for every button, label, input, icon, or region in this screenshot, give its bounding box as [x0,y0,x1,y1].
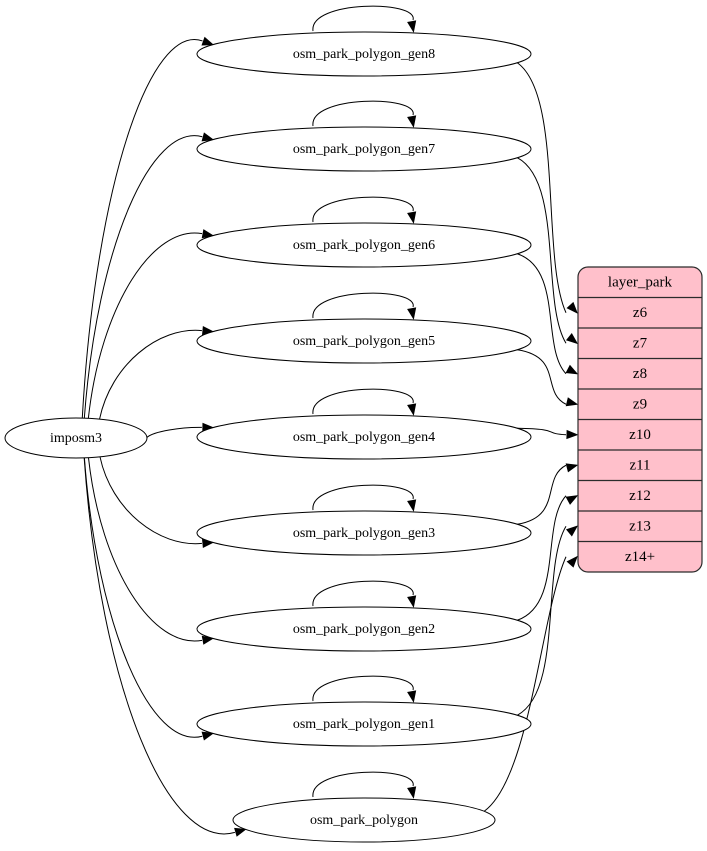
edge-gen3-to-z11 [517,464,567,525]
edges-to-layer-table [483,62,579,812]
node-gen4-shape [196,414,532,460]
node-ellipses: imposm3 osm_park_polygon_gen8 osm_park_pol… [4,31,532,843]
table-row-z6[interactable]: z6 [633,305,648,321]
edge-gen6-to-z8 [517,253,567,375]
table-row-z8[interactable]: z8 [633,366,647,382]
node-gen5[interactable]: osm_park_polygon_gen5 [196,318,532,364]
table-row-z14+[interactable]: z14+ [625,549,655,565]
arrow-head-icon [201,731,215,741]
edge-imposm3-to-gen4 [146,426,202,438]
arrow-head-icon [234,827,247,837]
edge-imposm3-to-gen6 [87,232,203,419]
node-imposm3-shape [4,417,148,459]
node-gen2-label: osm_park_polygon_gen2 [293,622,435,637]
node-gen5-shape [196,318,532,364]
arrow-head-icon [407,403,417,416]
node-gen2-shape [196,606,532,652]
arrow-head-icon [565,397,579,407]
node-gen2[interactable]: osm_park_polygon_gen2 [196,606,532,652]
node-imposm3-label: imposm3 [50,431,102,446]
table-row-z10[interactable]: z10 [629,427,651,443]
node-base[interactable]: osm_park_polygon [232,797,496,843]
node-gen8[interactable]: osm_park_polygon_gen8 [196,31,532,77]
self-loop-gen1 [312,675,414,702]
table-row-z13[interactable]: z13 [629,519,651,535]
arrow-head-icon [566,429,579,440]
node-gen7[interactable]: osm_park_polygon_gen7 [196,126,532,172]
self-loop-gen7 [312,100,414,127]
arrow-head-icon [201,36,215,46]
node-gen5-label: osm_park_polygon_gen5 [293,334,435,349]
edge-imposm3-to-gen3 [99,456,202,545]
self-loop-gen5 [312,292,414,319]
arrow-head-icon [566,301,578,314]
arrow-head-icon [565,364,579,375]
table-row-z11[interactable]: z11 [629,458,650,474]
table-row-z9[interactable]: z9 [633,397,647,413]
arrow-head-icon [566,555,578,568]
edge-base-to-z14+ [483,556,567,812]
node-gen4[interactable]: osm_park_polygon_gen4 [196,414,532,460]
edge-gen5-to-z9 [517,349,567,405]
arrow-head-icon [565,525,579,537]
arrow-head-icon [565,333,579,345]
self-loop-gen8 [312,5,414,32]
arrow-head-icon [565,495,579,505]
self-loop-gen2 [312,580,414,607]
self-loop-gen4 [312,388,414,415]
layer-park-table: layer_park z6 z7 z8 z9 z10 z11 z12 z13 z14+ [577,266,703,573]
node-gen7-label: osm_park_polygon_gen7 [293,142,435,157]
edge-imposm3-to-gen7 [83,135,203,419]
node-gen6-label: osm_park_polygon_gen6 [293,238,435,253]
edge-imposm3-to-gen5 [99,329,202,420]
self-loop-gen3 [312,484,414,511]
node-gen8-shape [196,31,532,77]
edge-gen2-to-z12 [517,495,567,621]
node-base-label: osm_park_polygon [310,813,418,828]
node-gen4-label: osm_park_polygon_gen4 [293,430,435,445]
edge-gen7-to-z7 [517,157,567,344]
node-imposm3[interactable]: imposm3 [4,417,148,459]
edge-imposm3-to-base [83,457,236,835]
self-loop-edges [312,5,417,799]
table-row-z7[interactable]: z7 [633,336,648,352]
arrow-head-icon [407,595,417,608]
layer-park-table-header: layer_park [608,275,673,291]
self-loop-gen6 [312,196,414,223]
node-gen3-shape [196,510,532,556]
edge-gen1-to-z13 [517,525,567,716]
node-gen7-shape [196,126,532,172]
edge-gen8-to-z6 [516,62,567,313]
arrow-head-icon [407,211,417,224]
arrow-head-icon [407,499,417,512]
arrow-head-icon [407,115,417,128]
arrow-head-icon [407,20,417,33]
self-loop-base [312,771,414,798]
node-gen6[interactable]: osm_park_polygon_gen6 [196,222,532,268]
node-gen3[interactable]: osm_park_polygon_gen3 [196,510,532,556]
node-gen6-shape [196,222,532,268]
arrow-head-icon [407,307,417,320]
node-gen1-shape [196,701,532,747]
arrow-head-icon [201,132,215,142]
edge-imposm3-to-gen2 [87,457,203,642]
edges-from-imposm3 [81,36,247,837]
arrow-head-icon [565,463,579,473]
node-gen1-label: osm_park_polygon_gen1 [293,717,435,732]
edge-imposm3-to-gen8 [81,39,203,419]
node-gen3-label: osm_park_polygon_gen3 [293,526,435,541]
table-row-z12[interactable]: z12 [629,488,651,504]
arrow-head-icon [407,786,417,799]
arrow-head-icon [407,690,417,703]
node-gen1[interactable]: osm_park_polygon_gen1 [196,701,532,747]
node-base-shape [232,797,496,843]
edge-gen4-to-z10 [517,427,567,436]
node-gen8-label: osm_park_polygon_gen8 [293,47,435,62]
edge-imposm3-to-gen1 [83,457,203,738]
